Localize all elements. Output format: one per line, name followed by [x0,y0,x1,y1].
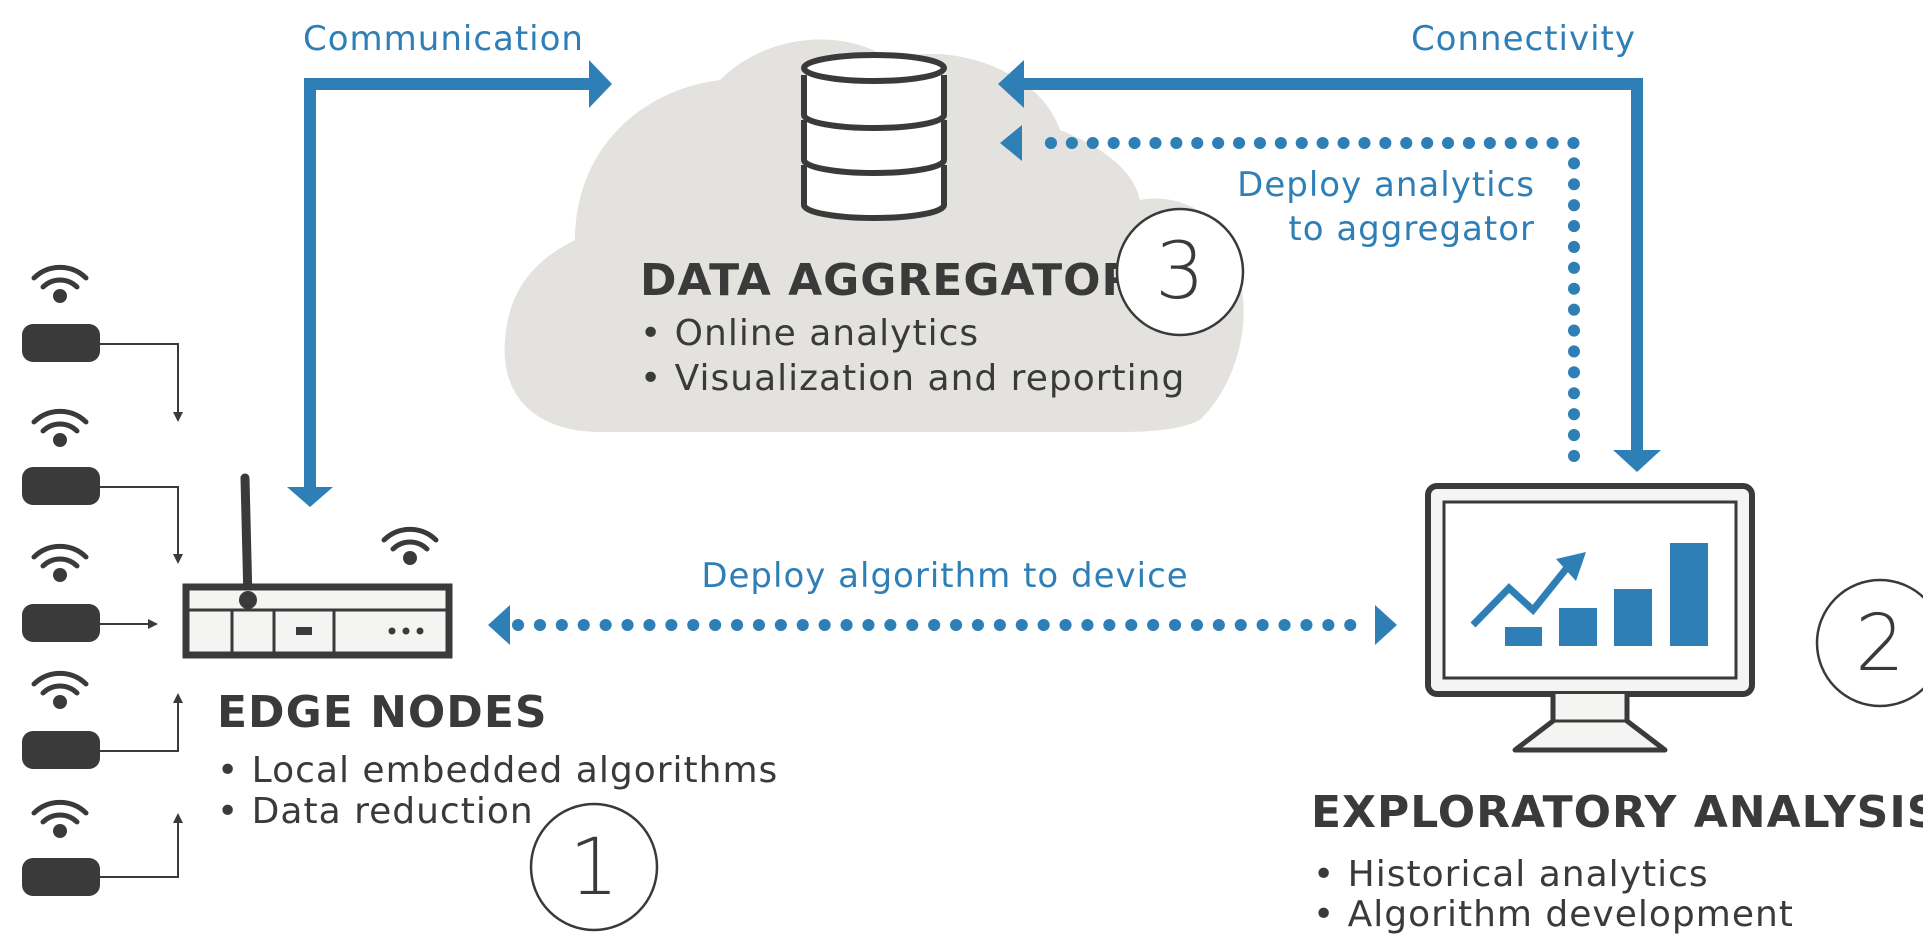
exploratory-bullet-historical: • Historical analytics [1313,854,1709,895]
exploratory-number: 2 [1855,599,1905,689]
connectivity-label: Connectivity [1411,19,1636,59]
cloud-shape [504,39,1244,433]
deploy-analytics-label-line1: Deploy analytics [1237,165,1535,205]
deploy-algorithm-dotted-arrow [488,605,1397,645]
aggregator-bullet-online: • Online analytics [640,313,979,354]
communication-arrow [287,60,612,507]
sensor-5 [22,802,183,896]
wifi-icon [34,673,86,709]
wifi-icon [34,802,86,838]
sensor-1 [22,267,183,422]
deploy-analytics-label-line2: to aggregator [1288,209,1535,249]
wifi-icon [34,546,86,582]
edge-number-circle [529,802,659,932]
aggregator-number: 3 [1155,227,1205,317]
database-icon [801,52,947,221]
aggregator-number-circle [1115,207,1245,337]
wifi-icon [34,267,86,303]
exploratory-bullet-algorithm: • Algorithm development [1313,894,1794,934]
aggregator-title: DATA AGGREGATOR [640,255,1136,306]
exploratory-title: EXPLORATORY ANALYSIS [1311,787,1923,838]
wifi-icon [34,411,86,447]
connectivity-arrow [998,60,1661,472]
edge-bullet-local: • Local embedded algorithms [217,750,778,791]
edge-title: EDGE NODES [217,687,548,738]
monitor-icon [1425,483,1755,753]
deploy-algorithm-label: Deploy algorithm to device [701,556,1188,596]
sensor-3 [22,546,158,642]
exploratory-number-circle [1815,578,1923,708]
wifi-icon [384,529,436,565]
edge-number: 1 [569,823,619,913]
sensor-2 [22,411,183,564]
communication-label: Communication [303,19,584,59]
sensor-4 [22,673,183,769]
edge-bullet-reduction: • Data reduction [217,791,534,832]
aggregator-bullet-visualization: • Visualization and reporting [640,358,1185,399]
deploy-analytics-dotted-arrow [1000,125,1580,462]
router-icon [182,473,453,659]
